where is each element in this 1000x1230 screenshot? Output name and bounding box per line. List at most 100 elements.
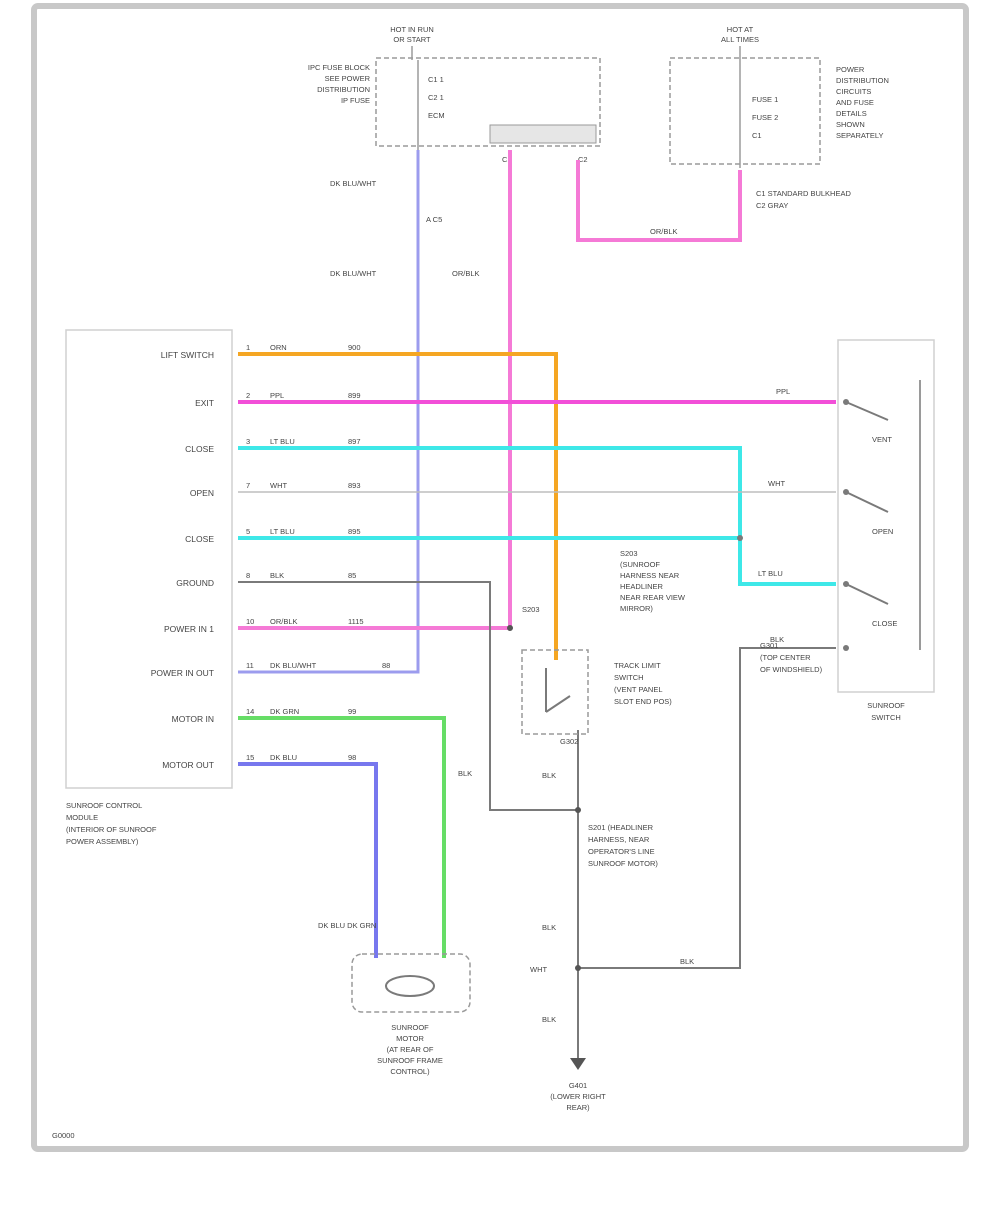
wire-cyan-1 bbox=[238, 446, 836, 586]
module-circuit-num: 897 bbox=[348, 437, 361, 446]
splice-right-6: MIRROR) bbox=[620, 604, 653, 613]
top-left-pin-1: C1 1 bbox=[428, 75, 444, 84]
switch-position-vent: VENT bbox=[872, 435, 892, 444]
module-pin-row: MOTOR IN 14 DK GRN 99 bbox=[172, 707, 357, 724]
top-left-header-1: HOT IN RUN bbox=[390, 25, 434, 34]
ground-note-3: OF WINDSHIELD) bbox=[760, 665, 823, 674]
wire-pink-top bbox=[576, 160, 742, 242]
top-right-header-1: HOT AT bbox=[727, 25, 754, 34]
wire-label-dk-blu-wht-mid: DK BLU/WHT bbox=[330, 269, 377, 278]
top-right-fuse-label-3: CIRCUITS bbox=[836, 87, 871, 96]
splice-right-note: S203 (SUNROOF HARNESS NEAR HEADLINER NEA… bbox=[620, 549, 686, 613]
module-wire-color: WHT bbox=[270, 481, 287, 490]
splice-bottom-note: S201 (HEADLINER HARNESS, NEAR OPERATOR'S… bbox=[588, 823, 658, 868]
module-pin-label: POWER IN 1 bbox=[164, 624, 214, 634]
module-pin-row: CLOSE 3 LT BLU 897 bbox=[185, 437, 360, 454]
module-pin-num: 3 bbox=[246, 437, 250, 446]
top-right-header-2: ALL TIMES bbox=[721, 35, 759, 44]
blk-label-e: BLK bbox=[542, 1015, 556, 1024]
wire-light-blue bbox=[238, 150, 420, 674]
top-right-fuse-label-2: DISTRIBUTION bbox=[836, 76, 889, 85]
module-caption-1: SUNROOF CONTROL bbox=[66, 801, 142, 810]
module-circuit-num: 85 bbox=[348, 571, 356, 580]
splice-right-5: NEAR REAR VIEW bbox=[620, 593, 686, 602]
module-pin-label: GROUND bbox=[176, 578, 214, 588]
top-left-fuse-label-1: IPC FUSE BLOCK bbox=[308, 63, 370, 72]
module-circuit-num: 88 bbox=[382, 661, 390, 670]
top-left-fuse-box: HOT IN RUN OR START IPC FUSE BLOCK SEE P… bbox=[308, 25, 601, 164]
module-circuit-num: 899 bbox=[348, 391, 361, 400]
module-pin-label: MOTOR IN bbox=[172, 714, 214, 724]
top-right-legend-1: C1 STANDARD BULKHEAD bbox=[756, 189, 851, 198]
top-right-fuse-label-4: AND FUSE bbox=[836, 98, 874, 107]
bottom-ground: G401 (LOWER RIGHT REAR) bbox=[550, 1058, 606, 1112]
top-right-fuse-label-1: POWER bbox=[836, 65, 865, 74]
module-pin-num: 1 bbox=[246, 343, 250, 352]
top-left-pin-2: C2 1 bbox=[428, 93, 444, 102]
module-pin-label: POWER IN OUT bbox=[151, 668, 214, 678]
module-pin-num: 14 bbox=[246, 707, 254, 716]
ground-note-2: (TOP CENTER bbox=[760, 653, 811, 662]
module-pin-num: 5 bbox=[246, 527, 250, 536]
splice-right-4: HEADLINER bbox=[620, 582, 664, 591]
module-wire-color: BLK bbox=[270, 571, 284, 580]
top-right-fuse-label-6: SHOWN bbox=[836, 120, 865, 129]
module-wire-color: LT BLU bbox=[270, 437, 295, 446]
switch-wire-lt-blu: LT BLU bbox=[758, 569, 783, 578]
splice-right-3: HARNESS NEAR bbox=[620, 571, 680, 580]
module-pin-num: 7 bbox=[246, 481, 250, 490]
top-right-fuse-label-5: DETAILS bbox=[836, 109, 867, 118]
wire-orange bbox=[238, 352, 558, 660]
module-pin-label: CLOSE bbox=[185, 444, 214, 454]
module-pin-row: OPEN 7 WHT 893 bbox=[190, 481, 361, 498]
module-wire-color: DK GRN bbox=[270, 707, 299, 716]
splice-right-1: S203 bbox=[620, 549, 638, 558]
motor-caption-5: CONTROL) bbox=[390, 1067, 430, 1076]
sunroof-motor: DK BLU DK GRN SUNROOF MOTOR (AT REAR OF … bbox=[318, 921, 471, 1076]
s203-label: S203 bbox=[522, 605, 540, 614]
blk-label-d: BLK bbox=[680, 957, 694, 966]
sunroof-control-module: LIFT SWITCH 1 ORN 900 EXIT 2 PPL 899 CLO… bbox=[65, 329, 390, 846]
splice-bottom-4: SUNROOF MOTOR) bbox=[588, 859, 658, 868]
module-pin-num: 10 bbox=[246, 617, 254, 626]
switch-wire-wht: WHT bbox=[768, 479, 785, 488]
module-pin-row: MOTOR OUT 15 DK BLU 98 bbox=[162, 753, 356, 770]
top-right-fuse-box: HOT AT ALL TIMES FUSE 1 FUSE 2 C1 POWER … bbox=[669, 25, 889, 210]
limit-switch-2: SWITCH bbox=[614, 673, 644, 682]
track-limit-switch: TRACK LIMIT SWITCH (VENT PANEL SLOT END … bbox=[521, 605, 672, 746]
motor-caption-1: SUNROOF bbox=[391, 1023, 429, 1032]
splice-bottom-1: S201 (HEADLINER bbox=[588, 823, 654, 832]
switch-position-open: OPEN bbox=[872, 527, 893, 536]
wire-label-or-blk-mid: OR/BLK bbox=[452, 269, 480, 278]
motor-caption-3: (AT REAR OF bbox=[387, 1045, 434, 1054]
top-left-pin-3: ECM bbox=[428, 111, 445, 120]
module-caption-3: (INTERIOR OF SUNROOF bbox=[66, 825, 157, 834]
module-circuit-num: 893 bbox=[348, 481, 361, 490]
module-pin-label: OPEN bbox=[190, 488, 214, 498]
switch-caption-1: SUNROOF bbox=[867, 701, 905, 710]
module-pin-row: CLOSE 5 LT BLU 895 bbox=[185, 527, 360, 544]
wire-blue bbox=[238, 762, 378, 958]
wire-label-c2-a: A C5 bbox=[426, 215, 442, 224]
motor-caption-4: SUNROOF FRAME bbox=[377, 1056, 443, 1065]
splice-right-2: (SUNROOF bbox=[620, 560, 660, 569]
top-right-pin-1: FUSE 1 bbox=[752, 95, 778, 104]
top-right-fuse-label-7: SEPARATELY bbox=[836, 131, 884, 140]
top-left-fuse-label-2: SEE POWER bbox=[325, 74, 371, 83]
module-pin-num: 8 bbox=[246, 571, 250, 580]
blk-label-a: BLK bbox=[458, 769, 472, 778]
wire-gray-switch-return bbox=[578, 647, 836, 969]
switch-wire-ppl: PPL bbox=[776, 387, 790, 396]
sunroof-switch: PPL WHT LT BLU BLK VENT OPEN CLOSE SUNRO… bbox=[758, 339, 935, 722]
bottom-ground-2: (LOWER RIGHT bbox=[550, 1092, 606, 1101]
module-pin-num: 15 bbox=[246, 753, 254, 762]
module-pin-label: EXIT bbox=[195, 398, 214, 408]
blk-label-b: BLK bbox=[542, 771, 556, 780]
top-left-fuse-label-3: DISTRIBUTION bbox=[317, 85, 370, 94]
switch-wire-blk: BLK bbox=[770, 635, 784, 644]
top-left-fuse-label-4: IP FUSE bbox=[341, 96, 370, 105]
switch-caption-2: SWITCH bbox=[871, 713, 901, 722]
wire-label-or-blk-right: OR/BLK bbox=[650, 227, 678, 236]
bottom-ground-1: G401 bbox=[569, 1081, 587, 1090]
